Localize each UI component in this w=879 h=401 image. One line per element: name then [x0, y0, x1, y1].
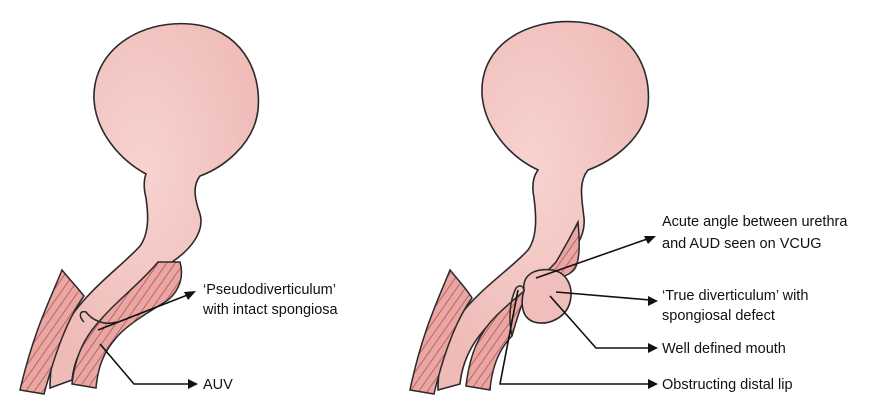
- acute-label-line2: and AUD seen on VCUG: [662, 236, 822, 252]
- mouth-arrowhead: [648, 343, 658, 353]
- mouth-label: Well defined mouth: [662, 341, 786, 357]
- pseudo-label-line1: ‘Pseudodiverticulum’: [203, 282, 336, 298]
- true-divert-arrowhead: [648, 296, 658, 306]
- true-label-line2: spongiosal defect: [662, 308, 775, 324]
- auv-arrow: [100, 344, 190, 384]
- pseudo-arrowhead: [184, 291, 196, 300]
- lip-label: Obstructing distal lip: [662, 377, 793, 393]
- right-true-diverticulum: [522, 270, 571, 323]
- acute-label-line1: Acute angle between urethra: [662, 214, 848, 230]
- left-panel: ‘Pseudodiverticulum’ with intact spongio…: [20, 24, 339, 394]
- right-panel: Acute angle between urethra and AUD seen…: [410, 22, 848, 394]
- auv-arrowhead: [188, 379, 198, 389]
- right-bladder-urethra: [438, 22, 648, 390]
- lip-arrowhead: [648, 379, 658, 389]
- pseudo-label-line2: with intact spongiosa: [202, 302, 339, 318]
- left-bladder-urethra: [50, 24, 258, 388]
- auv-label: AUV: [203, 377, 233, 393]
- true-label-line1: ‘True diverticulum’ with: [662, 288, 808, 304]
